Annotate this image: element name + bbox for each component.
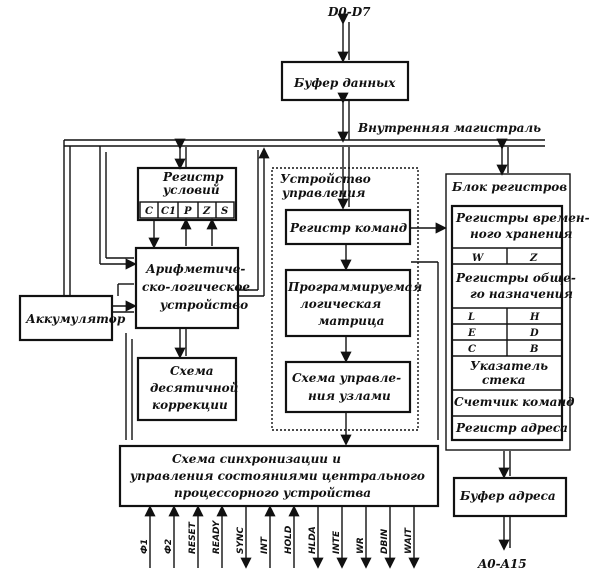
pin-label-inte: INTE: [332, 530, 342, 554]
pin-label-ready: READY: [212, 519, 222, 554]
register-block-title: Блок регистров: [451, 180, 567, 194]
pla-label-3: матрица: [318, 314, 384, 328]
buffer-to-bus-arrow: [337, 92, 350, 143]
instruction-register-label: Регистр команд: [289, 221, 407, 235]
address-register-label: Регистр адреса: [455, 421, 568, 435]
flag-z: Z: [202, 206, 211, 217]
pin-label-ф2: Ф2: [164, 539, 174, 554]
data-buffer-label: Буфер данных: [293, 76, 396, 90]
general-registers-label-2: го назначения: [470, 287, 573, 301]
pin-label-wait: WAIT: [404, 527, 414, 554]
pla-label-1: Программируемая: [287, 280, 422, 294]
accumulator-block: [18, 294, 114, 342]
control-unit-frame: [271, 167, 419, 431]
pin-label-hlda: HLDA: [308, 526, 318, 554]
bus-to-control-arrow: [337, 147, 350, 210]
alu-decimal-link: [174, 329, 187, 359]
node-control-block: [284, 360, 412, 414]
alu-block: [134, 246, 240, 330]
reg-b: B: [529, 344, 538, 355]
stack-pointer-label-1: Указатель: [470, 359, 548, 373]
address-buffer-label: Буфер адреса: [459, 489, 556, 503]
reg-h: H: [529, 312, 540, 323]
alu-label-3: устройство: [159, 298, 248, 312]
decimal-correction-block: [136, 356, 238, 422]
control-unit-title-1: Устройство: [280, 172, 371, 186]
sync-label-2: управления состояниями центрального: [129, 469, 425, 483]
flags-register-title-1: Регистр: [162, 170, 224, 184]
reg-d: D: [529, 328, 539, 339]
internal-bus: [63, 139, 545, 295]
pla-label-2: логическая: [300, 297, 381, 311]
pin-label-int: INT: [260, 536, 270, 554]
reg-e: E: [467, 328, 476, 339]
sync-label-3: процессорного устройства: [174, 486, 371, 500]
node-control-label-2: ния узлами: [308, 389, 391, 403]
flag-c1: C1: [161, 206, 176, 217]
accumulator-label: Аккумулятор: [25, 312, 126, 326]
pla-block: [284, 268, 412, 338]
pin-label-reset: RESET: [188, 521, 198, 554]
registers-to-address-buffer-arrow: [498, 451, 511, 479]
alu-label-1: Арифметиче-: [145, 262, 245, 276]
accumulator-alu-link: [113, 283, 137, 313]
decimal-correction-label-3: коррекции: [152, 398, 228, 412]
instruction-register-block: [284, 208, 412, 246]
reg-c: C: [468, 344, 476, 355]
program-counter-label: Счетчик команд: [454, 395, 574, 409]
address-buffer-block: [452, 476, 568, 518]
bus-to-registers-arrow: [496, 138, 509, 176]
reg-l: L: [467, 312, 475, 323]
data-bus-arrow: [337, 13, 350, 63]
general-registers-label-1: Регистры обще-: [455, 271, 576, 285]
sync-label-1: Схема синхронизации и: [172, 452, 341, 466]
decimal-correction-label-1: Схема: [170, 364, 214, 378]
pin-label-dbin: DBIN: [380, 528, 390, 554]
register-stack: [450, 204, 564, 442]
sync-control-block: [118, 444, 440, 508]
data-bus-label: D0-D7: [327, 5, 371, 19]
register-block-frame: [445, 173, 571, 451]
flag-s: S: [221, 206, 228, 217]
alu-label-2: ско-логическое: [142, 280, 250, 294]
left-feedback-path: [125, 333, 133, 440]
bus-to-alu-path: [99, 146, 137, 270]
stack-pointer-label-2: стека: [482, 373, 526, 387]
internal-bus-label: Внутренняя магистраль: [357, 121, 541, 135]
temp-registers-label-1: Регистры времен-: [455, 211, 590, 225]
decimal-correction-label-2: десятичной: [150, 381, 239, 395]
pin-label-hold: HOLD: [284, 525, 294, 554]
flag-c: C: [145, 206, 153, 217]
pin-label-sync: SYNC: [236, 526, 246, 554]
flags-register-title-2: условий: [162, 183, 220, 197]
control-unit-title-2: управления: [281, 186, 365, 200]
temp-registers-label-2: ного хранения: [470, 227, 572, 241]
alu-to-bus-path: [239, 147, 270, 297]
flags-to-bus-arrow: [174, 138, 187, 170]
node-control-label-1: Схема управле-: [292, 371, 401, 385]
control-pins: Ф1 Ф2 RESET READY SYNC INT HOLD HLDA INTE WR DBIN W…: [140, 505, 420, 569]
flag-p: P: [183, 206, 192, 217]
flags-row: [139, 201, 235, 219]
temp-reg-z: Z: [529, 253, 538, 264]
pin-label-wr: WR: [356, 537, 366, 554]
address-bus-label: A0-A15: [477, 557, 527, 571]
address-bus-arrow: [498, 517, 511, 551]
pin-label-ф1: Ф1: [140, 539, 150, 554]
temp-reg-w: W: [472, 253, 485, 264]
